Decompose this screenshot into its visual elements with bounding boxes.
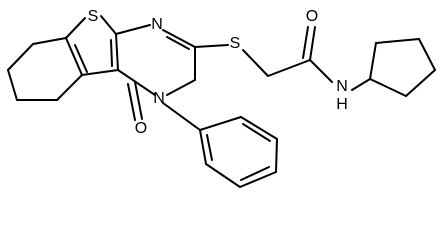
bond — [194, 44, 229, 48]
bond — [127, 83, 136, 121]
bond-layer — [7, 15, 436, 188]
amide-nitrogen-label: N — [336, 78, 348, 95]
bond — [375, 38, 420, 44]
bond — [205, 163, 241, 188]
bond — [199, 116, 242, 131]
bond — [351, 78, 371, 91]
bond — [162, 29, 196, 48]
bond — [309, 26, 316, 61]
amide-oxygen-label: O — [306, 8, 318, 25]
bond — [199, 129, 207, 165]
bond — [65, 37, 83, 76]
bond — [74, 44, 88, 73]
amide-hydrogen-label: H — [336, 96, 348, 113]
bond — [162, 102, 201, 131]
pyrimidine-nitrogen-label: N — [151, 16, 163, 33]
bond — [56, 74, 83, 101]
bond — [240, 166, 270, 181]
bond — [302, 26, 309, 59]
bond — [65, 17, 86, 39]
bond — [81, 69, 119, 76]
bond — [418, 38, 436, 71]
bond — [7, 69, 18, 101]
bond — [275, 138, 278, 173]
molecule-drawing: S N S O N H O N — [7, 8, 436, 188]
thioether-sulfur-label: S — [230, 35, 241, 52]
thiophene-sulfur-label: S — [88, 8, 99, 25]
bond — [115, 33, 119, 71]
bond — [242, 49, 269, 77]
phenyl-nitrogen-label: N — [153, 90, 165, 107]
bond — [206, 134, 213, 161]
bond — [369, 78, 407, 97]
bond — [239, 171, 277, 188]
carbonyl-oxygen-label: O — [135, 120, 147, 137]
bond — [110, 39, 113, 67]
bond — [100, 15, 117, 35]
bond — [405, 69, 436, 97]
structure-diagram: S N S O N H O N — [7, 8, 436, 188]
bond — [242, 123, 271, 142]
bond — [240, 116, 278, 140]
bond — [115, 24, 151, 35]
atom-label-layer: S N S O N H O N — [88, 8, 348, 137]
bond — [32, 37, 67, 45]
bond — [369, 42, 377, 80]
bond — [117, 69, 156, 96]
bond — [166, 79, 196, 96]
bond — [309, 59, 333, 83]
bond — [166, 36, 190, 50]
bond — [267, 59, 311, 77]
bond — [7, 43, 34, 71]
bond — [134, 81, 143, 120]
